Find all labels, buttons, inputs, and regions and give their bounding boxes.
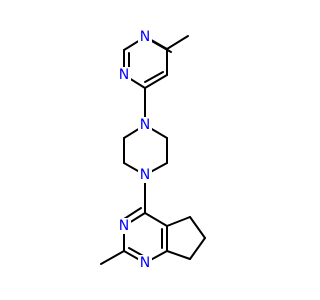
piperazine-nitrogen-label: N (140, 167, 150, 183)
bond (189, 216, 206, 239)
bond (189, 237, 206, 260)
bond (144, 212, 168, 227)
pyrimidine-nitrogen-label: N (119, 67, 129, 83)
bond (100, 250, 125, 265)
pyrimidine-nitrogen-label: N (140, 255, 150, 271)
bond (123, 207, 142, 220)
bond (166, 216, 191, 227)
pyrimidine-nitrogen-label: N (119, 218, 129, 234)
bonds (100, 35, 206, 265)
atom-labels: N N N N N N (117, 29, 152, 271)
bond (166, 35, 189, 50)
bond (144, 71, 164, 83)
piperazine-nitrogen-label: N (140, 117, 150, 133)
bond (144, 74, 168, 89)
bond (166, 250, 191, 260)
molecule-structure: N N N N N N (100, 29, 206, 271)
pyrimidine-nitrogen-label: N (140, 29, 150, 45)
